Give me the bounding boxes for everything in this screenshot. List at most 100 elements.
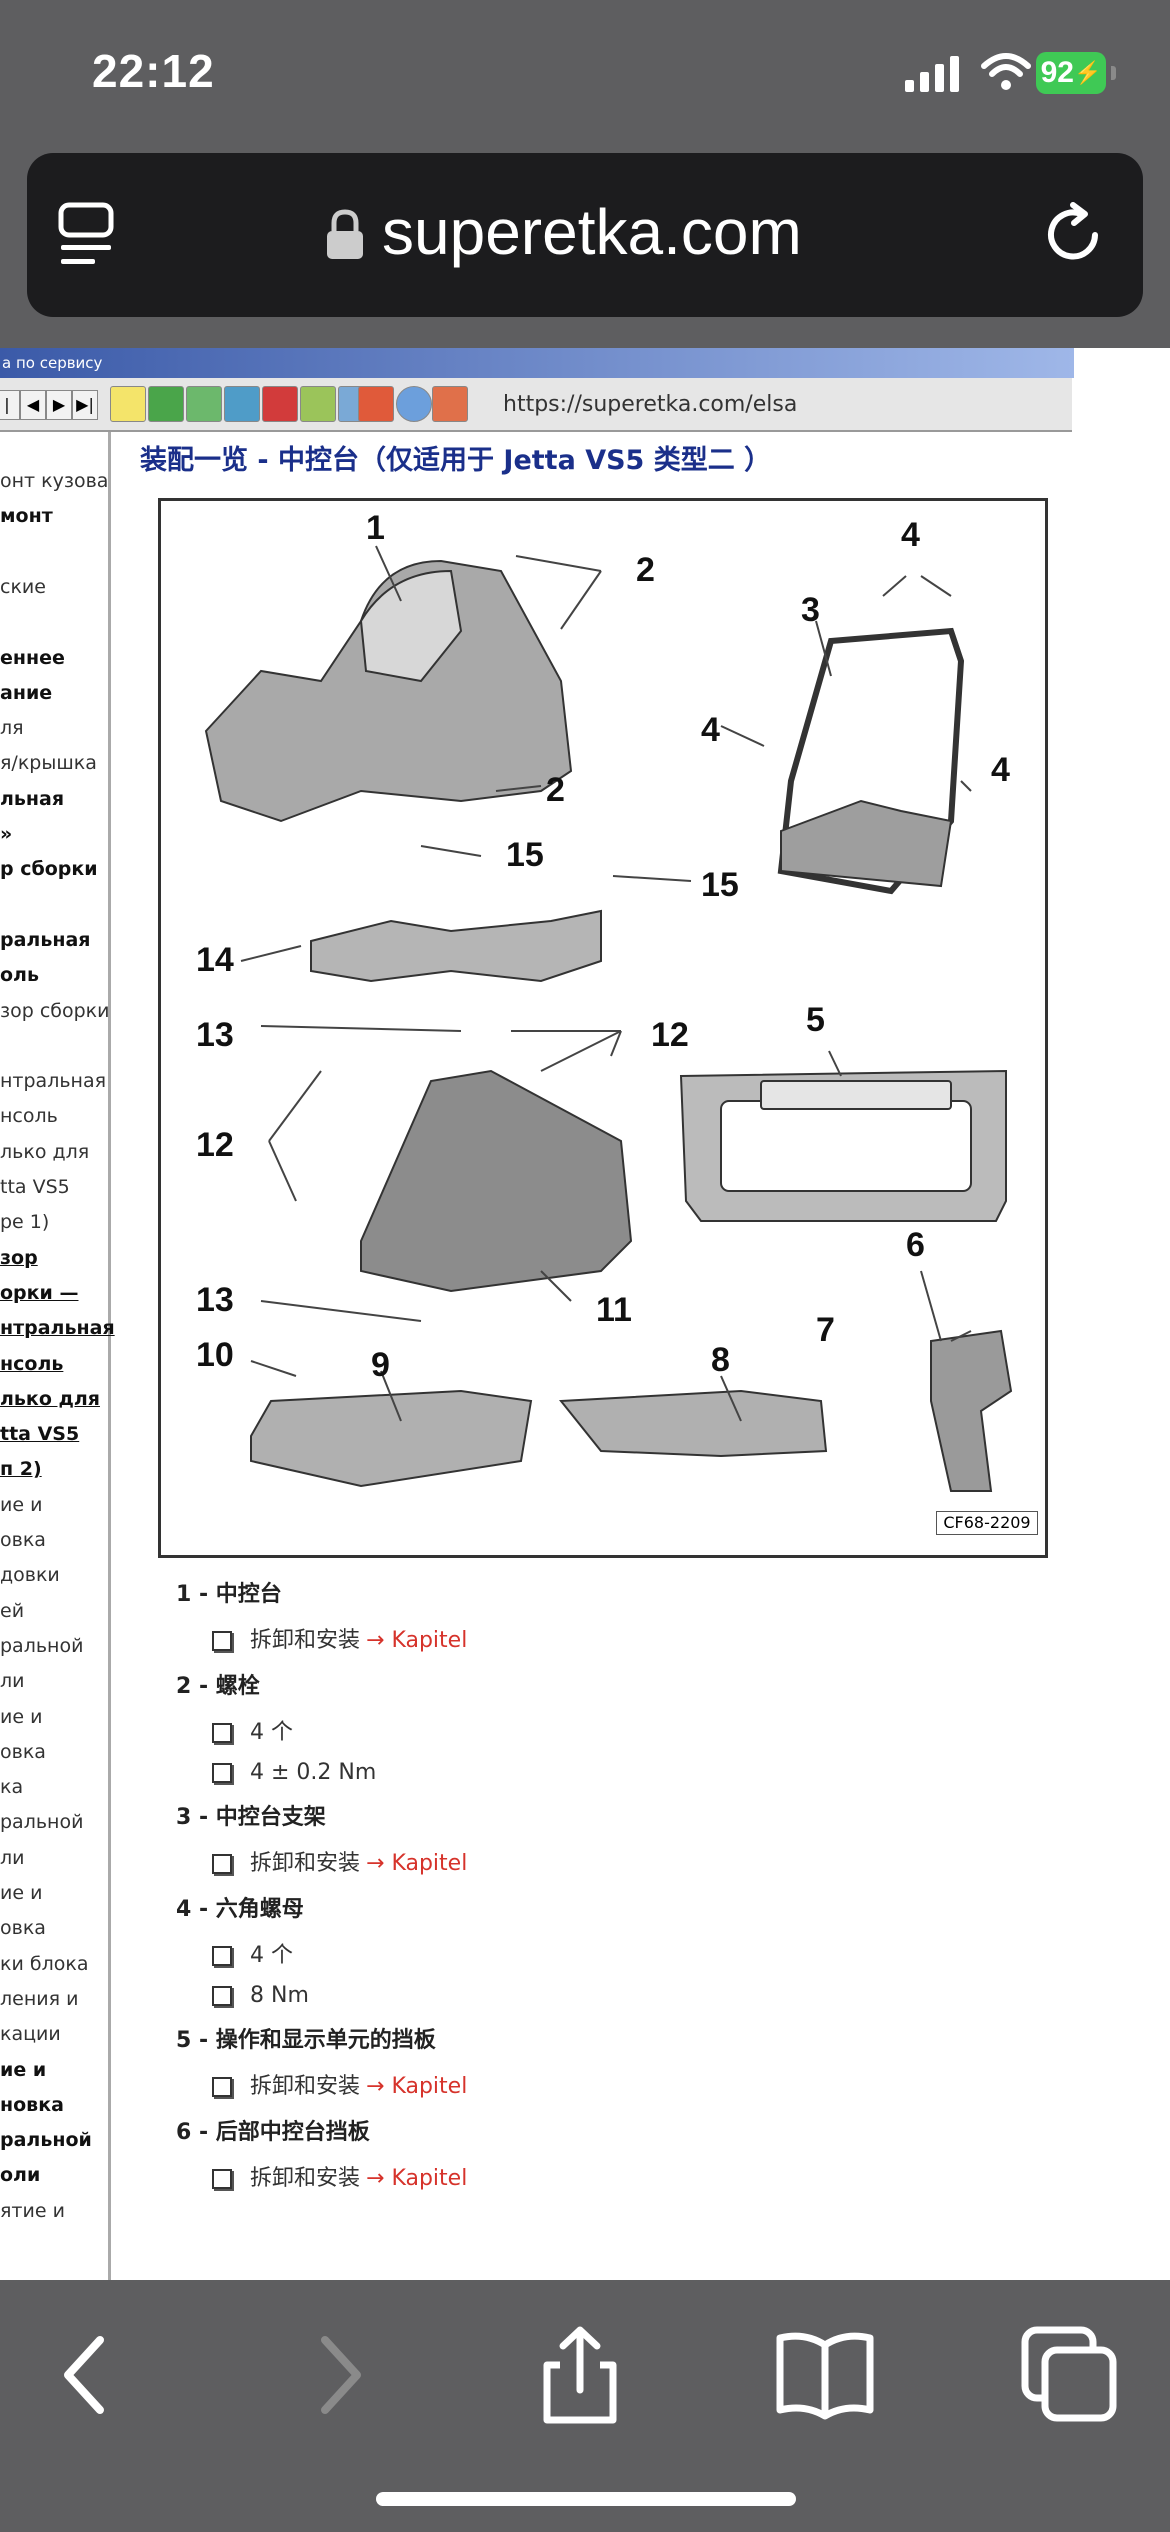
kapitel-link[interactable]: → Kapitel	[366, 2166, 468, 2191]
diagram-icon[interactable]	[224, 386, 260, 422]
sidebar-item: р сборки	[0, 858, 98, 881]
sidebar-item: овка	[0, 1917, 46, 1940]
part-entry: 5 - 操作和显示单元的挡板拆卸和安装→ Kapitel	[176, 2022, 467, 2100]
charging-bolt-icon: ⚡	[1073, 60, 1102, 85]
battery-indicator: 92⚡	[1036, 52, 1116, 94]
part-entry: 3 - 中控台支架拆卸和安装→ Kapitel	[176, 1799, 467, 1877]
address-bar[interactable]: superetka.com	[27, 153, 1143, 317]
part-heading: 2 - 螺栓	[176, 1674, 260, 1699]
exploded-view-drawing: 1 2 2 3 4 4 4 15 15 14 5 13 12 12 11 13 …	[196, 509, 1013, 1492]
sidebar-item: ли	[0, 1846, 25, 1869]
part-detail-row: 4 个	[212, 1937, 467, 1969]
document-icon[interactable]	[148, 386, 184, 422]
reload-icon[interactable]	[1037, 199, 1109, 271]
warning-icon[interactable]	[110, 386, 146, 422]
sidebar-item: нсоль	[0, 1105, 58, 1128]
sidebar-item: я/крышка	[0, 752, 97, 775]
sidebar-item: ей	[0, 1599, 25, 1622]
label-10: 10	[196, 1336, 234, 1374]
sidebar-item: оль	[0, 964, 39, 987]
sidebar-item: ание	[0, 681, 53, 704]
label-8: 8	[711, 1341, 730, 1379]
part-detail-row: 拆卸和安装→ Kapitel	[212, 2160, 467, 2192]
sidebar-item: ка	[0, 1776, 24, 1799]
book-icon[interactable]	[262, 386, 298, 422]
elsa-url: https://superetka.com/elsa	[503, 392, 798, 417]
detail-text: 拆卸和安装	[250, 1851, 361, 1876]
part-heading: 1 - 中控台	[176, 1582, 282, 1607]
label-1: 1	[366, 509, 385, 547]
sidebar-item[interactable]: tta VS5	[0, 1423, 80, 1446]
sidebar-item[interactable]: нтральная	[0, 1317, 115, 1340]
label-5: 5	[806, 1001, 825, 1039]
clock: 22:12	[92, 45, 215, 97]
car-service-icon[interactable]	[300, 386, 336, 422]
first-page-button[interactable]: |	[0, 390, 20, 420]
car-icon[interactable]	[186, 386, 222, 422]
sidebar-item: ки блока	[0, 1952, 89, 1975]
web-content: а по сервису | ◀ ▶ ▶| https://superetka.…	[0, 348, 1170, 2280]
last-page-button[interactable]: ▶|	[72, 390, 98, 420]
forward-icon[interactable]	[285, 2320, 395, 2430]
detail-text: 4 个	[250, 1720, 293, 1745]
sidebar-item: ральной	[0, 1634, 84, 1657]
label-7: 7	[816, 1311, 835, 1349]
checkbox-bullet-icon	[212, 2169, 232, 2189]
sidebar-item[interactable]: нсоль	[0, 1352, 64, 1375]
new-document-icon[interactable]	[432, 386, 468, 422]
sidebar-item: лько для	[0, 1140, 90, 1163]
checkbox-bullet-icon	[212, 1723, 232, 1743]
label-15a: 15	[506, 836, 544, 874]
sidebar-item: ля	[0, 717, 24, 740]
label-4c: 4	[991, 751, 1010, 789]
part-entry: 1 - 中控台拆卸和安装→ Kapitel	[176, 1576, 467, 1654]
sidebar-item[interactable]: зор	[0, 1246, 38, 1269]
sidebar-item: ральная	[0, 928, 91, 951]
part-detail-row: 拆卸和安装→ Kapitel	[212, 1622, 467, 1654]
sidebar-item[interactable]: п 2)	[0, 1458, 42, 1481]
home-indicator	[376, 2492, 796, 2506]
tabs-icon[interactable]	[1015, 2320, 1125, 2430]
sidebar-item: овка	[0, 1529, 46, 1551]
globe-icon[interactable]	[396, 386, 432, 422]
part-entry: 2 - 螺栓 4 个 4 ± 0.2 Nm	[176, 1668, 467, 1785]
label-4b: 4	[701, 711, 720, 749]
kapitel-link[interactable]: → Kapitel	[366, 1628, 468, 1653]
label-2b: 2	[546, 771, 565, 809]
part-heading: 5 - 操作和显示单元的挡板	[176, 2028, 436, 2053]
part-detail-row: 4 ± 0.2 Nm	[212, 1760, 467, 1785]
sidebar-item: новка	[0, 2093, 64, 2116]
kapitel-link[interactable]: → Kapitel	[366, 2074, 468, 2099]
service-title-bar: а по сервису	[0, 348, 1074, 378]
label-13a: 13	[196, 1016, 234, 1054]
elsa-toolbar: | ◀ ▶ ▶| https://superetka.com/elsa	[0, 378, 1072, 432]
reader-menu-icon[interactable]	[57, 201, 117, 271]
label-12b: 12	[196, 1126, 234, 1164]
sidebar-item: еннее	[0, 646, 65, 669]
sidebar-item: ре 1)	[0, 1211, 50, 1234]
part-heading: 6 - 后部中控台挡板	[176, 2120, 370, 2145]
kapitel-link[interactable]: → Kapitel	[366, 1851, 468, 1876]
next-page-button[interactable]: ▶	[46, 390, 72, 420]
sidebar-item: ские	[0, 575, 46, 598]
detail-text: 4 个	[250, 1943, 293, 1968]
sidebar-item: ральной	[0, 1811, 84, 1834]
prev-page-button[interactable]: ◀	[20, 390, 46, 420]
label-4a: 4	[901, 516, 920, 554]
label-12a: 12	[651, 1016, 689, 1054]
sidebar-item: монт	[0, 505, 53, 528]
checkbox-bullet-icon	[212, 2077, 232, 2097]
url-domain[interactable]: superetka.com	[382, 196, 802, 268]
back-icon[interactable]	[30, 2320, 140, 2430]
label-11: 11	[596, 1291, 632, 1329]
share-icon[interactable]	[525, 2320, 635, 2430]
sidebar-item: ли	[0, 1670, 25, 1693]
new-pdf-icon[interactable]	[358, 386, 394, 422]
part-detail-row: 8 Nm	[212, 1983, 467, 2008]
sidebar-item[interactable]: орки —	[0, 1281, 79, 1304]
label-14: 14	[196, 941, 234, 979]
sidebar-item[interactable]: лько для	[0, 1387, 100, 1410]
label-15b: 15	[701, 866, 739, 904]
bookmarks-icon[interactable]	[770, 2320, 880, 2430]
